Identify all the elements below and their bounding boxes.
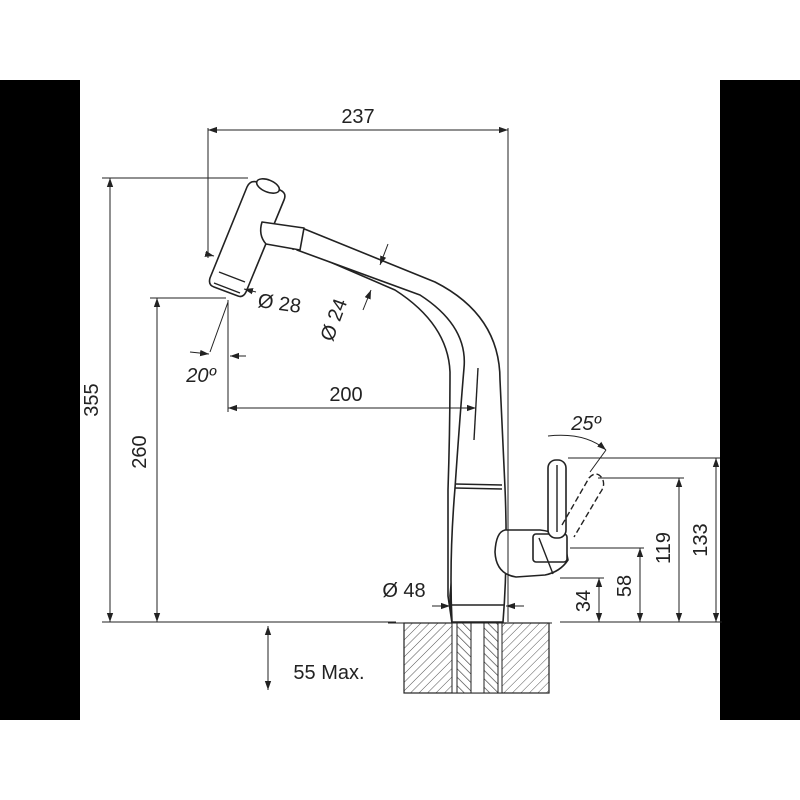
dim-width-total: 237 xyxy=(341,106,374,128)
dim-head-angle: 20º xyxy=(185,365,217,387)
dim-head-diameter: Ø 28 xyxy=(256,290,302,318)
dim-handle-34: 34 xyxy=(573,590,595,612)
countertop-section xyxy=(388,622,552,694)
dim-handle-133: 133 xyxy=(690,523,712,556)
dim-handle-58: 58 xyxy=(614,575,636,597)
dim-hose-diameter: Ø 24 xyxy=(317,296,353,344)
dimension-lines xyxy=(102,126,722,690)
dim-lever-angle: 25º xyxy=(570,413,602,435)
dim-mount-thickness: 55 Max. xyxy=(293,662,364,684)
dim-spout-height: 260 xyxy=(129,435,151,468)
right-black-bar xyxy=(720,80,800,720)
dim-height-total: 355 xyxy=(81,383,103,416)
faucet-body xyxy=(208,178,605,624)
dim-spout-reach: 200 xyxy=(329,384,362,406)
dim-handle-119: 119 xyxy=(653,532,675,564)
dimension-labels: 237 355 260 200 Ø 28 Ø 24 20º 25º Ø 48 5… xyxy=(81,106,712,684)
left-black-bar xyxy=(0,80,80,720)
dim-base-diameter: Ø 48 xyxy=(382,580,425,602)
